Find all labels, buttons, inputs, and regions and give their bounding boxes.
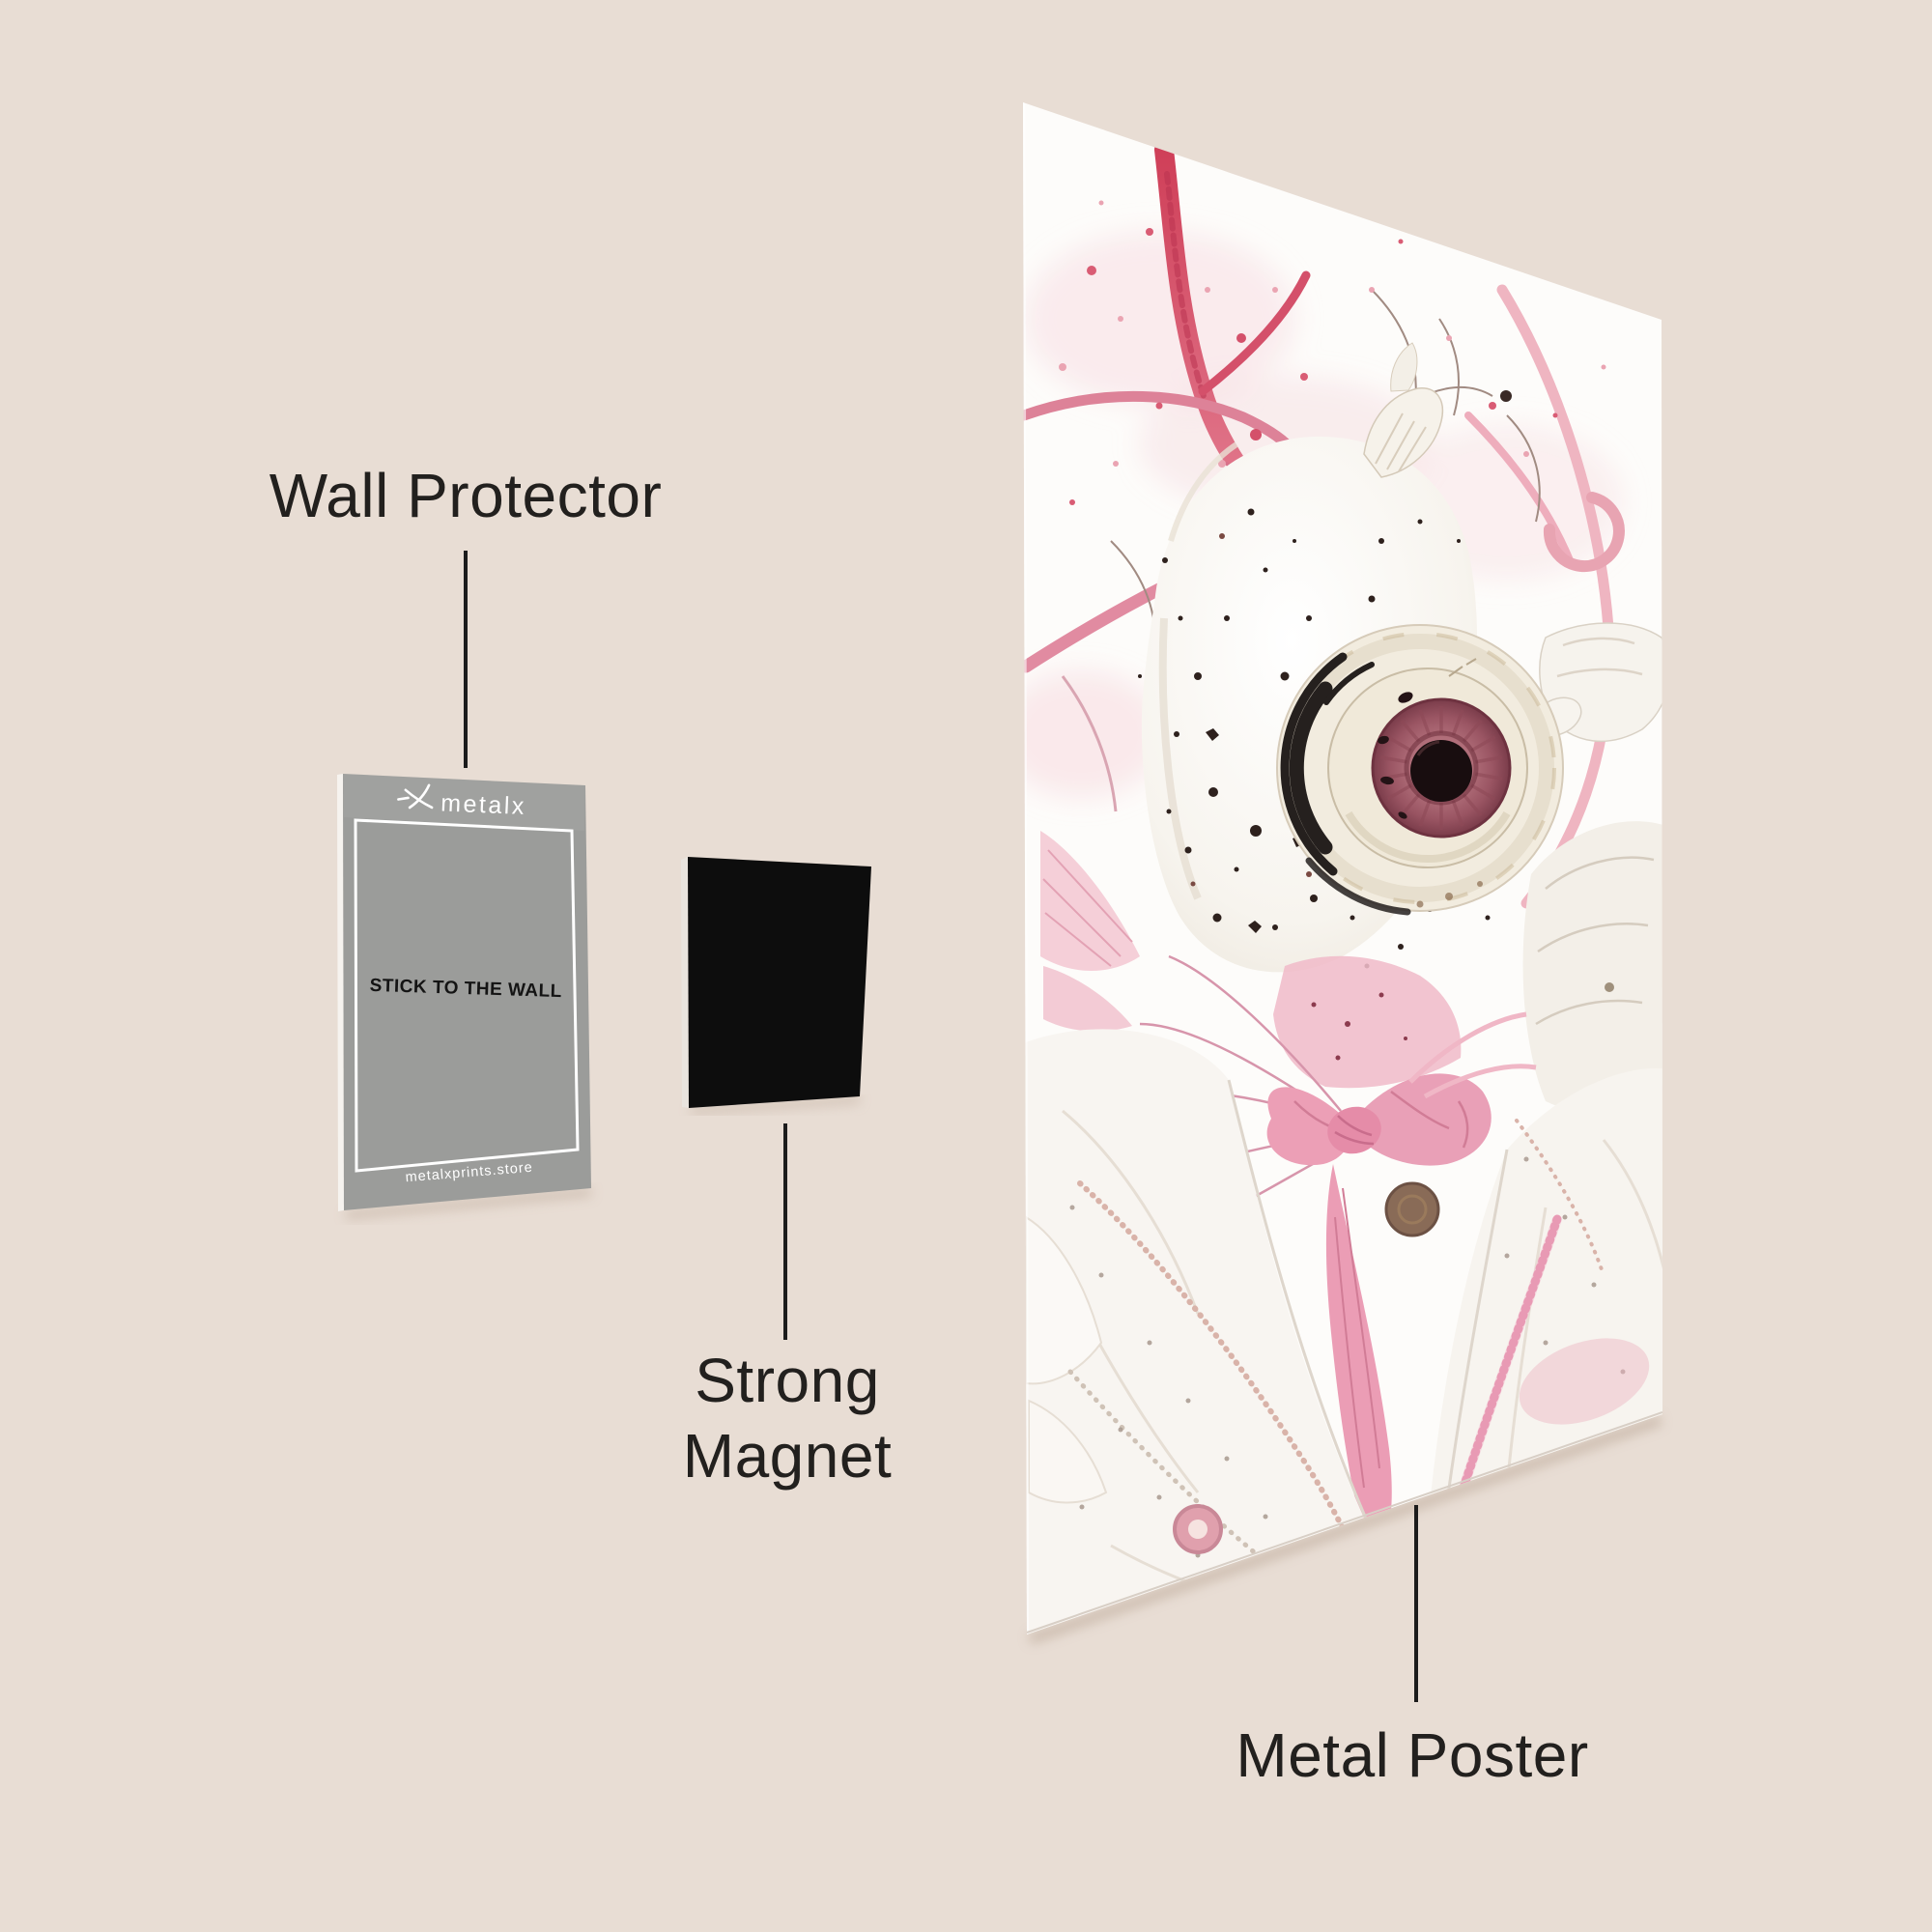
card-brand-text: metalx: [440, 789, 527, 820]
poster-eye: [1276, 624, 1564, 916]
metal-poster-artwork: [1023, 102, 1662, 1634]
poster-glove-hand: [1522, 622, 1662, 1112]
card-frame: [354, 818, 580, 1173]
card-face: [343, 774, 591, 1210]
soft-shadows: [345, 1095, 1662, 1644]
strong-magnet-label-line1: Strong: [695, 1346, 880, 1415]
magnet-edge-highlight: [681, 857, 689, 1108]
card-edge-highlight: [337, 774, 344, 1211]
wall-protector-label: Wall Protector: [269, 461, 663, 530]
strong-magnet-label: Strong Magnet: [497, 1343, 1077, 1493]
poster-pink-scarf: [1091, 954, 1537, 1565]
magnet-square: [681, 857, 871, 1108]
poster-edges: [1023, 102, 1662, 1634]
poster-pink-feathers: [1040, 675, 1140, 1032]
connector-lines: [464, 551, 1418, 1702]
strong-magnet-label-line2: Magnet: [682, 1421, 893, 1491]
magnet-face: [688, 857, 871, 1108]
wall-protector-card: metalx STICK TO THE WALL metalxprints.st…: [337, 774, 591, 1211]
metalx-logo-icon: metalx: [397, 783, 527, 820]
card-sheen: [343, 774, 585, 831]
metal-poster-label: Metal Poster: [1236, 1720, 1589, 1790]
poster-eye-pupil: [1410, 740, 1472, 802]
